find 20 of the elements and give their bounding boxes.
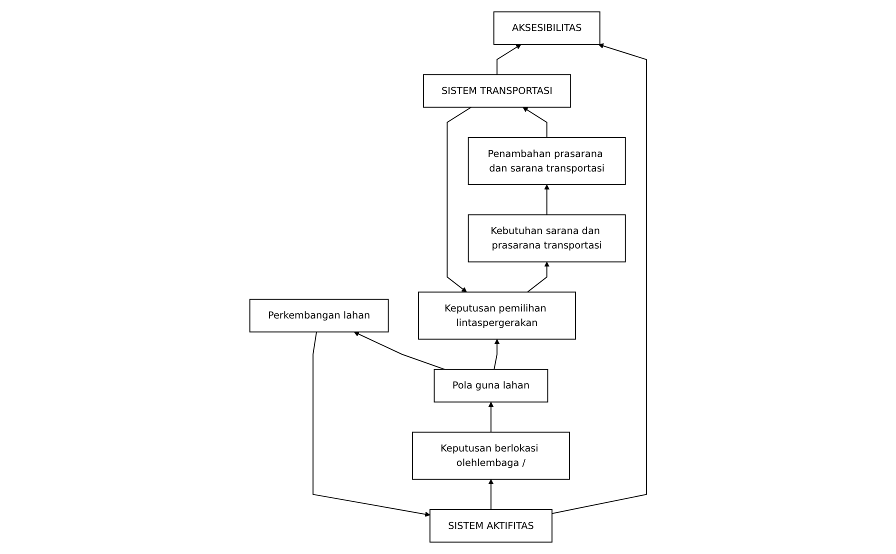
arrow	[544, 184, 550, 216]
node-box: Kebutuhan sarana dan prasarana transportasi	[468, 214, 626, 262]
arrow	[488, 402, 494, 433]
node-box: Keputusan berlokasi olehlembaga /	[412, 432, 570, 480]
arrow	[312, 332, 430, 517]
node-box: Pola guna lahan	[434, 368, 548, 402]
node-box: SISTEM TRANSPORTASI	[422, 74, 571, 108]
node-box: Perkembangan lahan	[249, 298, 389, 332]
node-box: AKSESIBILITAS	[493, 11, 600, 45]
node-box: SISTEM AKTIFITAS	[429, 509, 552, 543]
arrow	[496, 44, 522, 76]
arrow	[494, 338, 500, 370]
node-box: Penambahan prasarana dan sarana transportasi	[468, 137, 626, 186]
arrow	[354, 332, 446, 370]
arrow	[446, 106, 472, 292]
node-box: Keputusan pemilihan lintaspergerakan	[418, 292, 576, 340]
arrow	[551, 43, 647, 514]
arrow	[488, 479, 494, 510]
arrow	[522, 107, 548, 138]
arrow	[526, 262, 550, 293]
